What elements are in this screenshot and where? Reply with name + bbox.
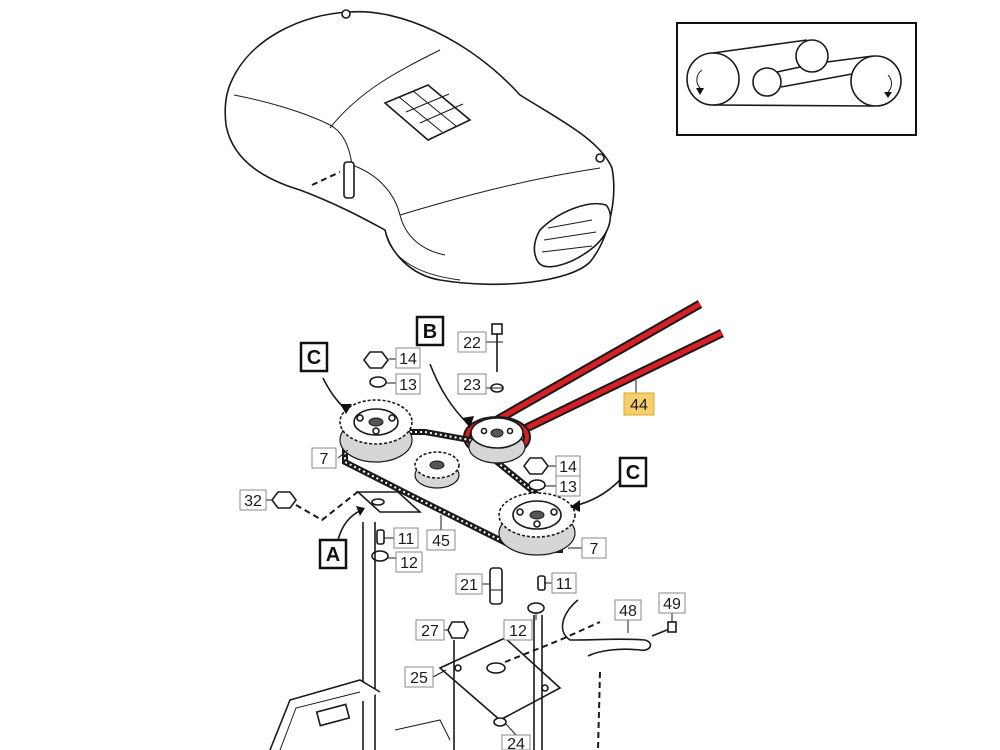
drive-pulley-b (468, 417, 526, 464)
svg-text:C: C (307, 347, 321, 369)
callout-24: 24 (501, 734, 531, 750)
chassis-frame (269, 679, 451, 750)
svg-text:23: 23 (463, 377, 481, 394)
callout-27: 27 (415, 619, 445, 641)
screw-49 (651, 621, 677, 637)
svg-text:27: 27 (421, 623, 439, 640)
svg-text:25: 25 (410, 670, 428, 687)
svg-text:C: C (626, 462, 640, 484)
motor-housing-cover (224, 9, 615, 286)
leader-lines (266, 341, 673, 736)
svg-text:13: 13 (399, 377, 417, 394)
washer-13-right (528, 479, 546, 491)
callout-7-right: 7 (581, 537, 607, 559)
letter-label-b: B (415, 315, 445, 347)
callout-48: 48 (614, 599, 642, 621)
nut-27 (447, 621, 469, 639)
callout-14-right: 14 (555, 455, 581, 477)
svg-text:48: 48 (619, 603, 637, 620)
callout-arrows (322, 363, 621, 541)
svg-text:11: 11 (556, 576, 573, 593)
svg-text:7: 7 (590, 541, 599, 558)
callout-49: 49 (658, 592, 686, 614)
svg-text:12: 12 (400, 555, 418, 572)
svg-text:44: 44 (630, 397, 648, 414)
gear-pulley-left (339, 399, 413, 463)
letter-label-c-left: C (299, 341, 329, 373)
callout-11-right: 11 (551, 572, 577, 594)
gear-pulley-right (498, 492, 576, 556)
mounting-plate-25 (438, 637, 562, 721)
support-rails (362, 522, 543, 750)
callout-14-left: 14 (395, 347, 421, 369)
nut-24 (493, 717, 507, 727)
pin-11-right (537, 575, 546, 591)
cover-latch (343, 161, 355, 199)
idler-pulley-center (414, 451, 460, 489)
washer-13-left (369, 376, 387, 388)
svg-text:B: B (423, 321, 437, 343)
washer-12-right (527, 602, 545, 614)
bolt-22 (491, 323, 503, 372)
callout-32: 32 (239, 489, 267, 511)
svg-text:21: 21 (460, 577, 478, 594)
letter-label-a: A (318, 538, 348, 570)
svg-text:22: 22 (463, 335, 481, 352)
nut-32 (271, 491, 297, 509)
callout-21: 21 (455, 573, 483, 595)
callout-44: 44 (623, 392, 655, 416)
callout-13-left: 13 (395, 373, 421, 395)
svg-text:A: A (326, 544, 340, 566)
svg-text:14: 14 (399, 351, 417, 368)
svg-text:14: 14 (559, 459, 577, 476)
svg-text:45: 45 (432, 533, 450, 550)
callout-7-left: 7 (311, 447, 337, 469)
callout-23: 23 (457, 373, 487, 395)
callout-13-right: 13 (555, 475, 581, 497)
callout-22: 22 (457, 331, 487, 353)
letter-label-c-right: C (618, 456, 648, 488)
callout-45: 45 (426, 529, 456, 551)
svg-text:32: 32 (244, 493, 262, 510)
washer-12-left (371, 550, 389, 562)
pin-11-left (376, 529, 385, 545)
shaft-21 (489, 567, 503, 605)
belt-routing-inset (676, 22, 917, 136)
callout-11-left: 11 (393, 527, 419, 549)
callout-12-left: 12 (395, 551, 423, 573)
nut-14-left (363, 351, 389, 369)
svg-text:12: 12 (509, 623, 527, 640)
nut-14-right (523, 457, 549, 475)
svg-text:13: 13 (559, 479, 577, 496)
svg-text:24: 24 (507, 736, 525, 750)
svg-text:11: 11 (398, 531, 415, 548)
svg-text:49: 49 (663, 596, 681, 613)
callout-25: 25 (404, 666, 434, 688)
callout-12-right: 12 (503, 619, 533, 641)
spring-wire-48 (561, 599, 652, 657)
svg-text:7: 7 (320, 451, 329, 468)
vent-grille (383, 84, 472, 141)
bracket-plate-a (355, 491, 423, 513)
